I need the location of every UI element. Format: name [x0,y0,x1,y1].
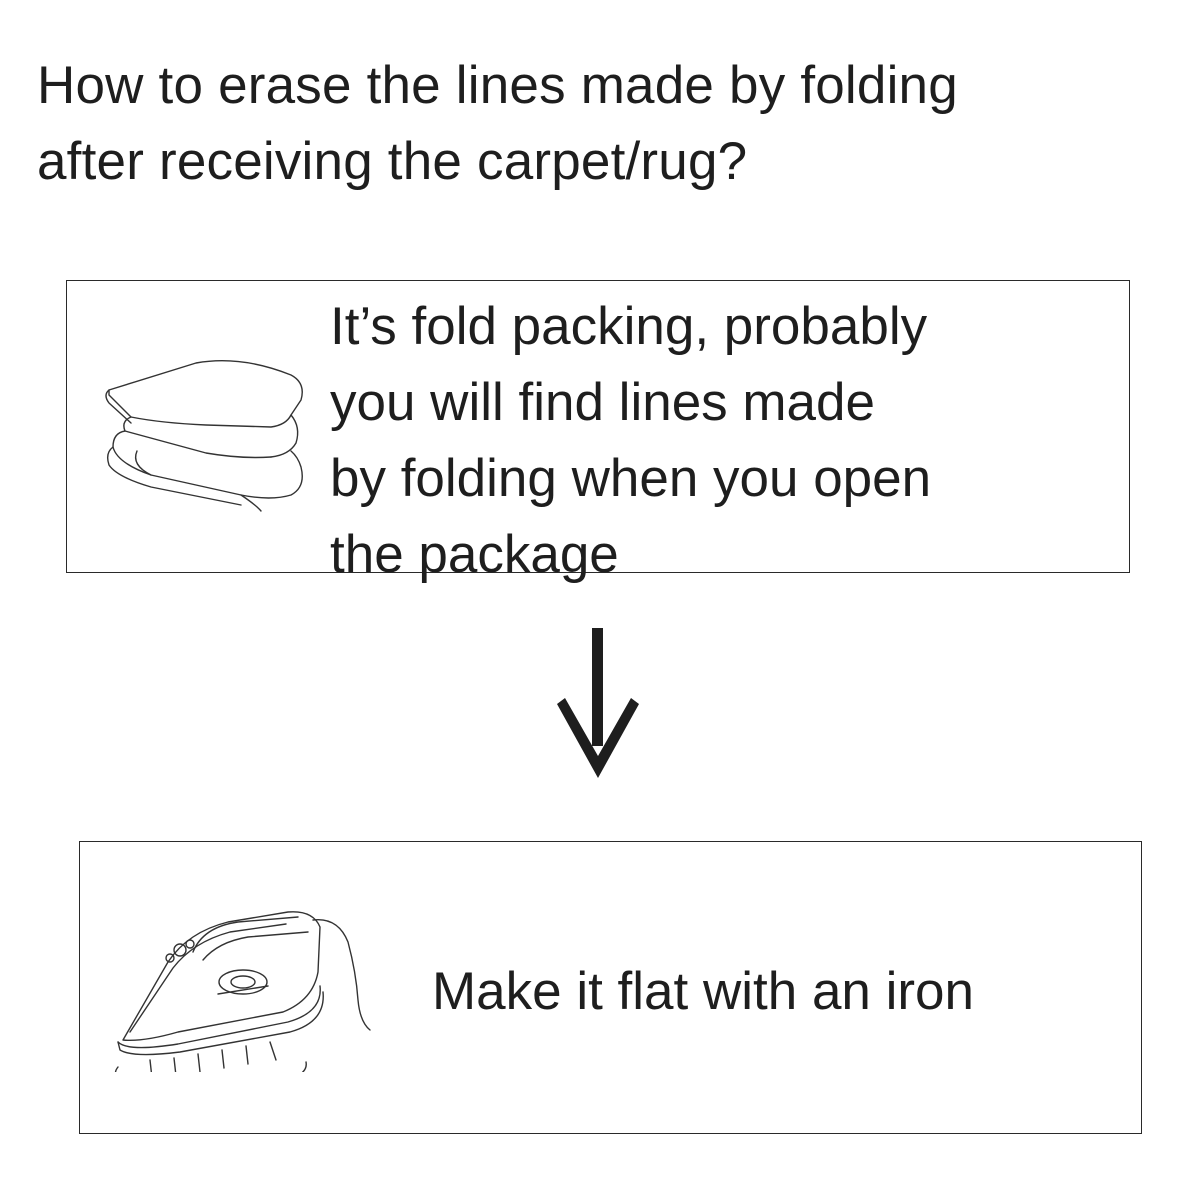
title-line-2: after receiving the carpet/rug? [37,132,748,191]
step-2-box: Make it flat with an iron [79,841,1142,1134]
steam-iron-icon [114,911,371,1072]
step-1-box: It’s fold packing, probably you will fin… [66,280,1130,584]
page-title: How to erase the lines made by folding a… [37,48,1187,200]
step-1-line-1: It’s fold packing, probably [330,297,928,356]
step-1-line-3: by folding when you open [330,449,932,508]
step-1-text: It’s fold packing, probably you will fin… [330,289,931,593]
step-2-text: Make it flat with an iron [432,962,975,1021]
folded-carpet-icon [105,360,303,512]
step-1-line-4: the package [330,525,619,584]
step-1-line-2: you will find lines made [330,373,875,432]
arrow-down-icon [557,628,639,778]
title-line-1: How to erase the lines made by folding [37,56,958,115]
